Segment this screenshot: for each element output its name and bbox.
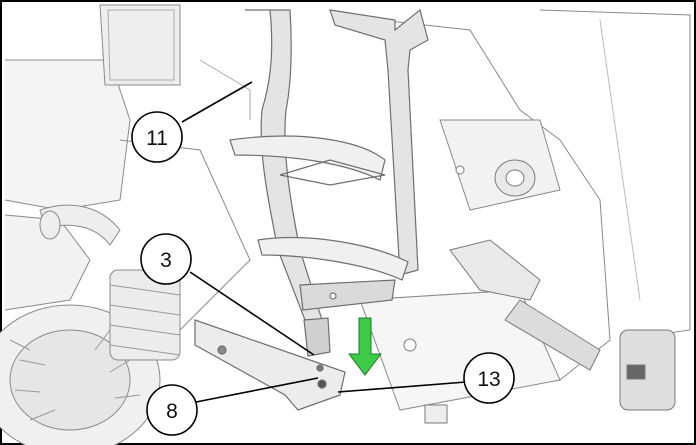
right-mount-hardware (403, 159, 676, 424)
leader-line-8 (195, 377, 319, 403)
callout-label-13: 13 (477, 368, 500, 391)
suspension-spring (109, 269, 181, 361)
left-tube (39, 204, 121, 246)
callout-label-11: 11 (146, 127, 168, 150)
callout-8: 8 (146, 384, 198, 436)
callout-label-3: 3 (160, 249, 172, 272)
callout-11: 11 (131, 111, 183, 163)
leader-lines (181, 81, 467, 403)
callout-label-8: 8 (166, 400, 178, 423)
callout-13: 13 (463, 352, 515, 404)
callout-3: 3 (140, 233, 192, 285)
leader-line-11 (181, 81, 253, 123)
leader-line-3 (189, 271, 315, 356)
step-handle-bracket (194, 8, 429, 411)
leader-line-13 (337, 381, 467, 393)
green-down-arrow (347, 317, 383, 376)
